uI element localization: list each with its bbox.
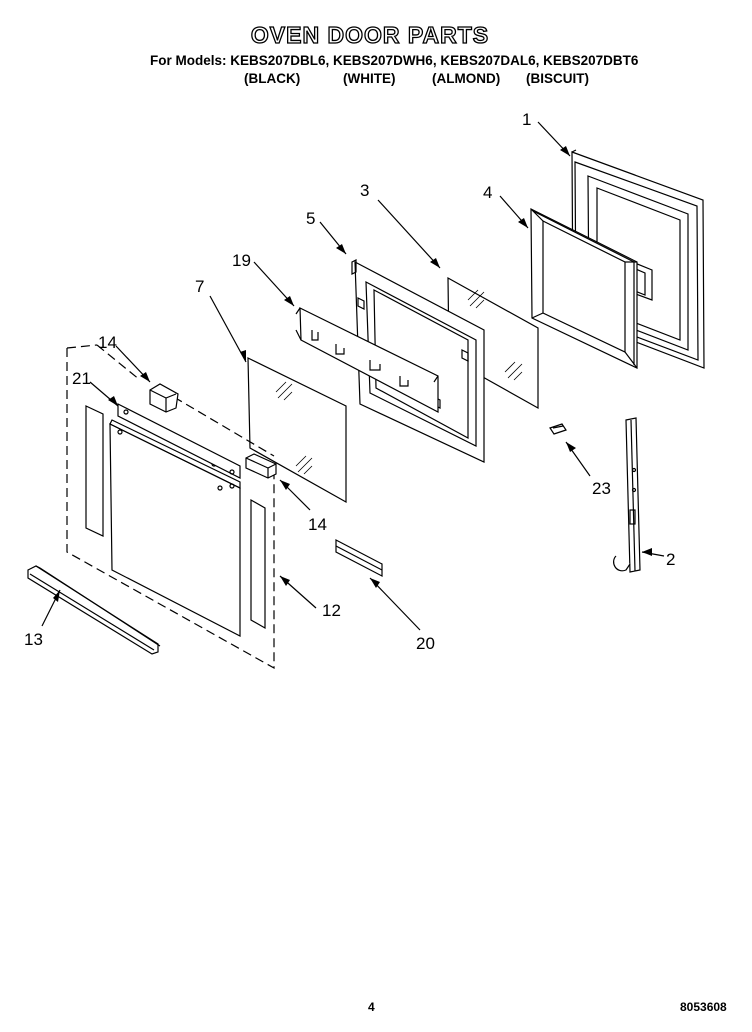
callout-14-right: 14 [308,515,327,534]
part-2-hinge-arm [613,417,641,573]
callout-20: 20 [416,634,435,653]
part-13-door-handle [27,565,161,655]
part-19-baffle [295,307,439,413]
part-14-hinge-right [245,453,277,479]
color-biscuit: (BISCUIT) [526,71,589,86]
color-almond: (ALMOND) [432,71,501,86]
part-4-door-gasket [530,208,638,369]
callout-5: 5 [306,209,315,228]
callout-12: 12 [322,601,341,620]
part-12-door-panel [85,405,266,637]
model-list: For Models: KEBS207DBL6, KEBS207DWH6, KE… [150,53,639,68]
callout-14-left: 14 [98,333,117,352]
callout-4: 4 [483,183,492,202]
page-title: OVEN DOOR PARTS [250,21,490,48]
callout-3: 3 [360,181,369,200]
color-black: (BLACK) [244,71,301,86]
part-20-vent-trim [335,539,383,577]
callout-21: 21 [72,369,91,388]
callout-7: 7 [195,277,204,296]
document-reference: 8053608 [680,1000,727,1014]
part-14-hinge-left [149,383,179,413]
part-7-outer-glass [247,357,347,504]
callout-1: 1 [522,110,531,129]
color-white: (WHITE) [343,71,396,86]
callout-23: 23 [592,479,611,498]
leader-arrowheads [53,146,652,602]
callout-13: 13 [24,630,43,649]
part-21-trim-strip [117,403,241,479]
page-number: 4 [368,1000,375,1014]
callout-2: 2 [666,550,675,569]
part-23-clip [549,423,567,435]
callout-19: 19 [232,251,251,270]
part-12-door-panel-outline [66,344,275,670]
